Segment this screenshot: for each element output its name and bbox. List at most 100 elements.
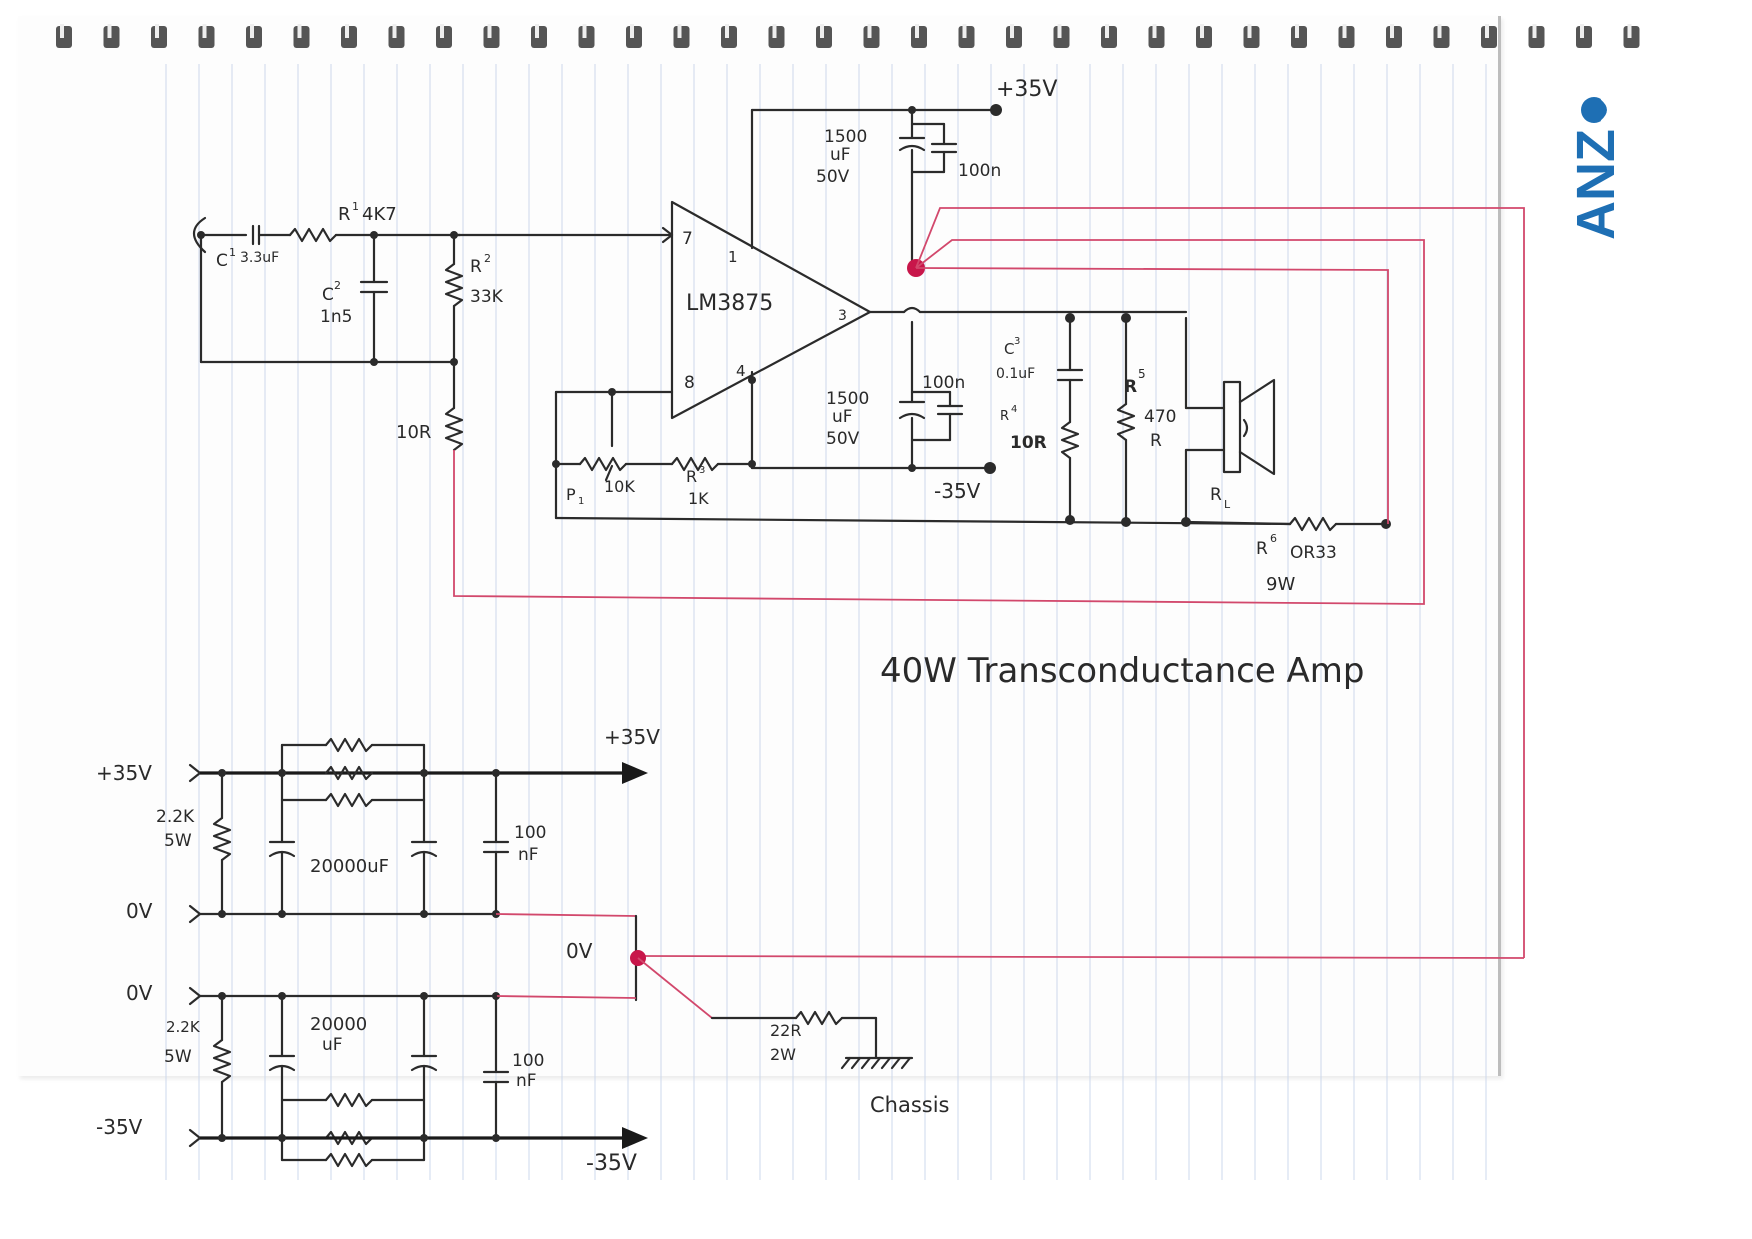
svg-text:20000uF: 20000uF bbox=[310, 856, 389, 877]
svg-text:+35V: +35V bbox=[604, 725, 660, 749]
svg-text:6: 6 bbox=[1270, 532, 1277, 545]
spiral-coil-icon bbox=[911, 24, 927, 48]
spiral-coil-icon bbox=[1148, 24, 1165, 48]
spiral-coil-icon bbox=[578, 24, 595, 48]
spiral-coil-icon bbox=[1481, 24, 1497, 48]
svg-text:C: C bbox=[1004, 340, 1014, 358]
spiral-coil-icon bbox=[246, 24, 262, 48]
spiral-coil-icon bbox=[1101, 24, 1117, 48]
svg-text:7: 7 bbox=[682, 229, 693, 249]
svg-text:3: 3 bbox=[1014, 336, 1020, 347]
svg-text:1500: 1500 bbox=[826, 389, 869, 409]
bottom-rail-label: -35V bbox=[934, 479, 981, 503]
spiral-coil-icon bbox=[436, 24, 452, 48]
spiral-coil-icon bbox=[863, 24, 880, 48]
svg-text:50V: 50V bbox=[816, 167, 850, 187]
diagram-title: 40W Transconductance Amp bbox=[880, 651, 1365, 691]
svg-text:5W: 5W bbox=[164, 1047, 192, 1067]
svg-text:22R: 22R bbox=[770, 1021, 801, 1040]
svg-text:R: R bbox=[1210, 485, 1222, 505]
svg-text:R: R bbox=[1256, 539, 1268, 559]
svg-text:L: L bbox=[1224, 498, 1231, 511]
svg-text:1: 1 bbox=[352, 200, 359, 213]
svg-text:-35V: -35V bbox=[586, 1151, 637, 1176]
svg-text:50V: 50V bbox=[826, 429, 860, 449]
svg-text:uF: uF bbox=[832, 407, 853, 427]
svg-text:Chassis: Chassis bbox=[870, 1093, 950, 1117]
svg-text:R: R bbox=[338, 204, 351, 225]
labels: +35V 1500 uF 50V 100n R 1 4K7 C 1 3.3uF … bbox=[96, 77, 1365, 1176]
spiral-coil-icon bbox=[151, 24, 167, 48]
svg-text:0V: 0V bbox=[126, 981, 153, 1005]
svg-text:100n: 100n bbox=[922, 373, 965, 393]
spiral-coil-icon bbox=[1338, 24, 1355, 48]
spiral-coil-icon bbox=[198, 24, 215, 48]
svg-text:R: R bbox=[1150, 431, 1162, 451]
svg-text:OR33: OR33 bbox=[1290, 543, 1337, 563]
spiral-coil-icon bbox=[1576, 24, 1592, 48]
svg-text:1K: 1K bbox=[688, 489, 709, 508]
ic-label: LM3875 bbox=[686, 291, 773, 316]
amplifier-circuit bbox=[192, 104, 1391, 532]
svg-text:100n: 100n bbox=[958, 161, 1001, 181]
ground-return-wires bbox=[453, 207, 1525, 959]
svg-text:+35V: +35V bbox=[96, 761, 152, 785]
svg-text:uF: uF bbox=[322, 1035, 343, 1055]
spiral-coil-icon bbox=[1291, 24, 1307, 48]
spiral-coil-icon bbox=[388, 24, 405, 48]
svg-text:1n5: 1n5 bbox=[320, 307, 352, 327]
svg-text:20000: 20000 bbox=[310, 1014, 367, 1035]
spiral-coil-icon bbox=[103, 24, 120, 48]
power-supply-circuit bbox=[188, 737, 914, 1168]
svg-text:1500: 1500 bbox=[824, 127, 867, 147]
svg-text:3: 3 bbox=[838, 308, 847, 324]
spiral-coil-icon bbox=[531, 24, 547, 48]
neg-rail-arrow bbox=[622, 1127, 648, 1149]
svg-text:8: 8 bbox=[684, 373, 695, 393]
svg-text:100: 100 bbox=[514, 823, 546, 843]
svg-text:R: R bbox=[1124, 377, 1137, 397]
svg-text:P: P bbox=[566, 485, 576, 504]
spiral-coil-icon bbox=[1196, 24, 1212, 48]
spiral-coil-icon bbox=[1053, 24, 1070, 48]
svg-text:2.2K: 2.2K bbox=[156, 807, 195, 827]
svg-text:1: 1 bbox=[728, 248, 738, 266]
svg-text:0V: 0V bbox=[126, 899, 153, 923]
top-rail-label: +35V bbox=[996, 77, 1057, 102]
svg-text:3: 3 bbox=[699, 465, 705, 476]
svg-text:10R: 10R bbox=[396, 422, 431, 443]
spiral-coil-icon bbox=[56, 24, 72, 48]
svg-text:10K: 10K bbox=[604, 477, 635, 496]
svg-text:R: R bbox=[686, 467, 697, 486]
spiral-coil-icon bbox=[1623, 24, 1640, 48]
spiral-coil-icon bbox=[341, 24, 357, 48]
ruled-lines bbox=[165, 64, 1487, 1180]
svg-text:4K7: 4K7 bbox=[362, 204, 397, 225]
speaker-icon bbox=[1222, 380, 1242, 474]
svg-text:nF: nF bbox=[516, 1071, 537, 1091]
svg-text:4: 4 bbox=[1011, 404, 1017, 415]
svg-text:33K: 33K bbox=[470, 287, 504, 307]
spiral-binding bbox=[56, 24, 1640, 48]
svg-text:2: 2 bbox=[334, 279, 341, 292]
svg-text:1: 1 bbox=[578, 496, 584, 507]
spiral-coil-icon bbox=[1386, 24, 1402, 48]
svg-text:5W: 5W bbox=[164, 831, 192, 851]
svg-text:5: 5 bbox=[1138, 367, 1146, 381]
spiral-coil-icon bbox=[768, 24, 785, 48]
spiral-coil-icon bbox=[1243, 24, 1260, 48]
svg-text:0V: 0V bbox=[566, 939, 593, 963]
svg-text:C: C bbox=[216, 251, 228, 271]
spiral-coil-icon bbox=[1433, 24, 1450, 48]
spiral-coil-icon bbox=[483, 24, 500, 48]
spiral-coil-icon bbox=[1006, 24, 1022, 48]
lm3875-opamp bbox=[670, 200, 872, 420]
svg-text:nF: nF bbox=[518, 845, 539, 865]
svg-text:10R: 10R bbox=[1010, 433, 1047, 453]
svg-text:R: R bbox=[470, 257, 482, 277]
anz-logo: ANZ bbox=[1566, 96, 1626, 240]
svg-text:4: 4 bbox=[736, 362, 746, 380]
spiral-coil-icon bbox=[626, 24, 642, 48]
spiral-coil-icon bbox=[293, 24, 310, 48]
